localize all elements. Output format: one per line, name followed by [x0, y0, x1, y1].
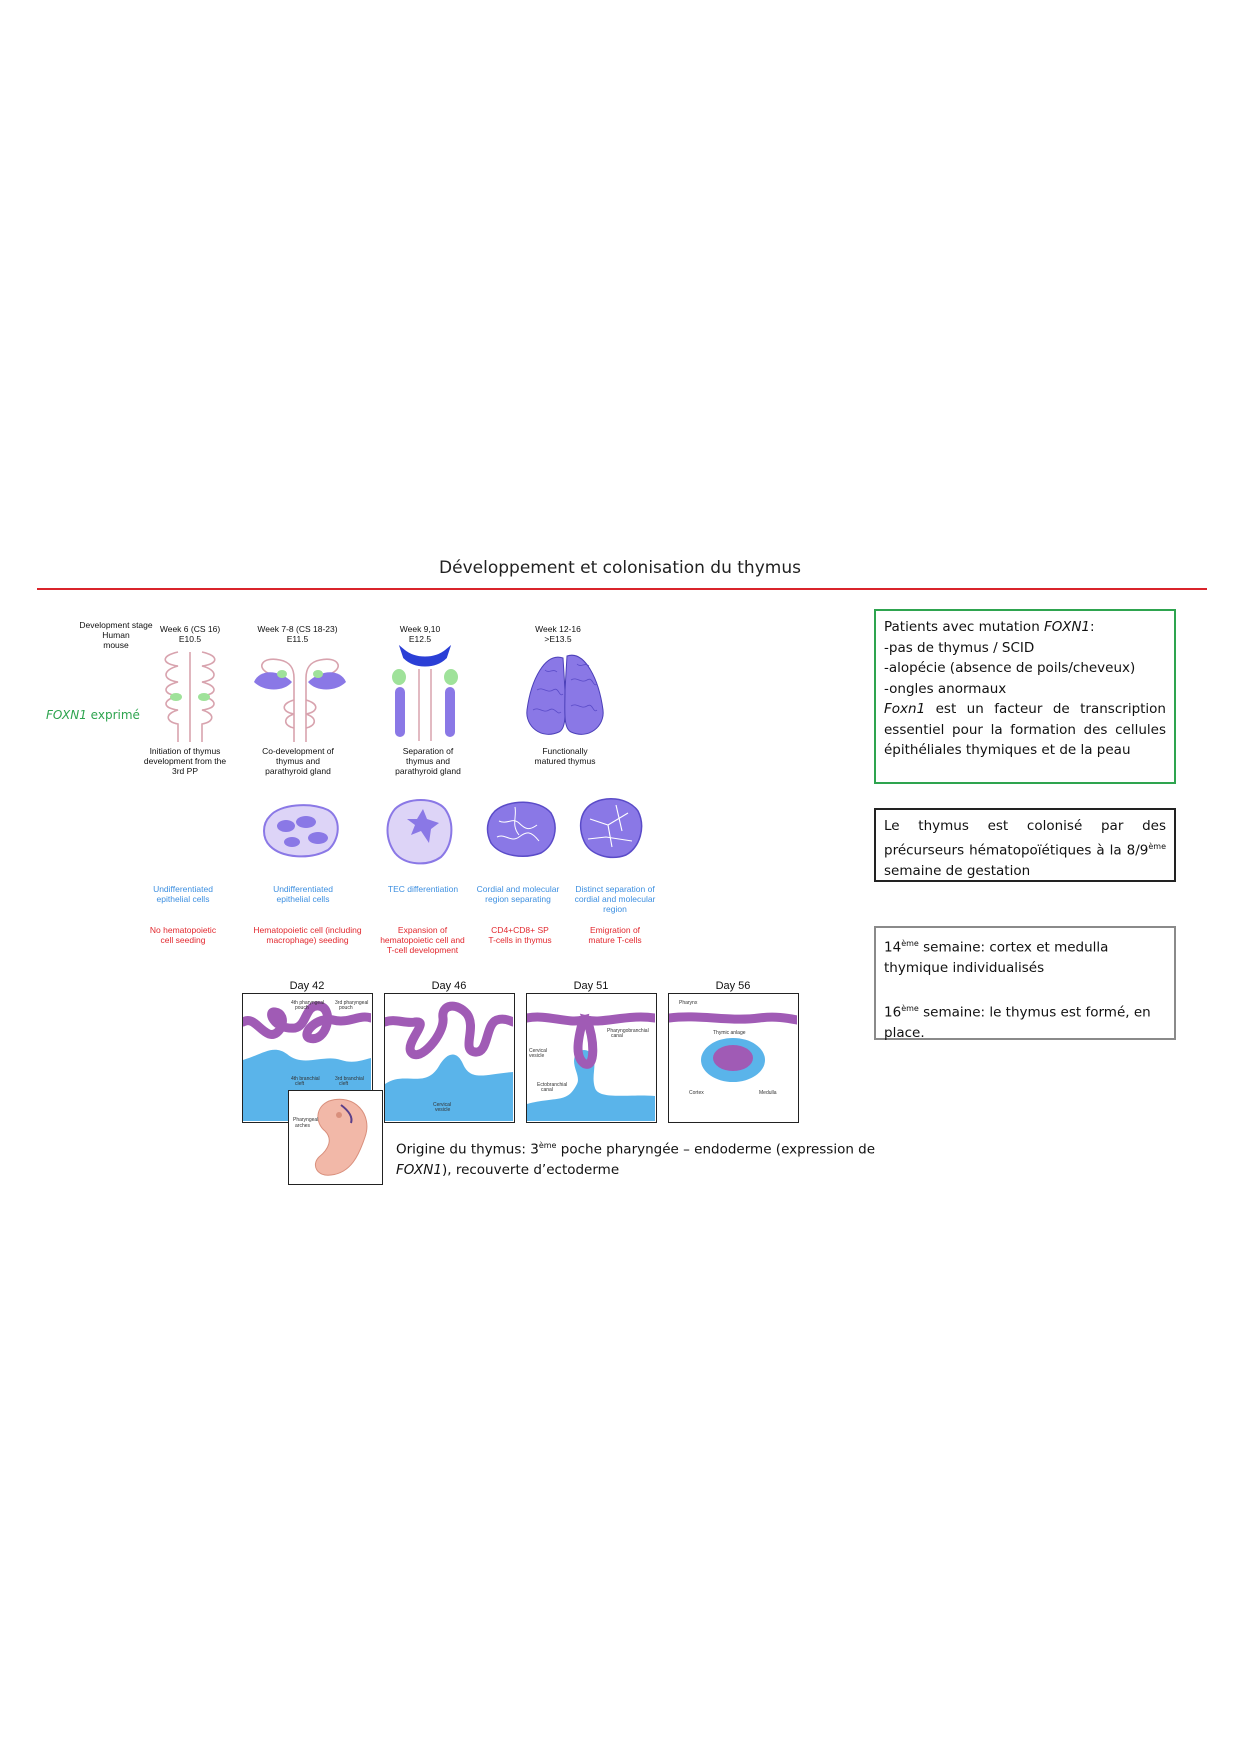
day-46-panel: Cervical vesicle: [380, 993, 518, 1123]
weeks-box: 14ème semaine: cortex et medulla thymiqu…: [874, 926, 1176, 1041]
box3-line-16: 16ème semaine: le thymus est formé, en p…: [884, 1003, 1151, 1041]
origin-caption: Origine du thymus: 3ème poche pharyngée …: [396, 1141, 876, 1178]
embryo-note-arches: arches: [295, 1123, 311, 1129]
embryo-note-pharyngeal: Pharyngeal: [293, 1117, 318, 1123]
box1-description: Foxn1 est un facteur de transcription es…: [884, 701, 1166, 758]
stage-1-drawing: [164, 651, 216, 742]
svg-text:cleft: cleft: [339, 1081, 349, 1087]
day-51-label: Day 51: [573, 980, 609, 992]
svg-text:cleft: cleft: [295, 1081, 305, 1087]
svg-text:vesicle: vesicle: [435, 1107, 451, 1113]
box1-item-1: -pas de thymus / SCID: [884, 639, 1035, 656]
day42-note-3rd-pouch: 3rd pharyngeal: [335, 1000, 368, 1006]
stage-4-drawing: [526, 654, 604, 735]
box1-item-2: -alopécie (absence de poils/cheveux): [884, 660, 1136, 676]
svg-text:pouch: pouch: [339, 1005, 353, 1011]
day56-note-cortex: Cortex: [689, 1090, 704, 1096]
day-42-label: Day 42: [289, 980, 325, 992]
section-2-drawing: [263, 804, 339, 858]
day51-note-cervical: Cervical: [529, 1048, 547, 1054]
svg-text:pouch: pouch: [295, 1005, 309, 1011]
day42-note-4th-pouch: 4th pharyngeal: [291, 1000, 324, 1006]
section-3-drawing: [386, 799, 453, 865]
colonisation-box: Le thymus est colonisé par des précurseu…: [874, 808, 1176, 882]
section-5-drawing: [579, 798, 643, 859]
day-56-panel: Pharynx Thymic anlage Cortex Medulla: [664, 993, 802, 1123]
section-4-drawing: [486, 801, 556, 857]
stage-3-drawing: [392, 645, 458, 741]
embryo-inset-panel: Pharyngeal arches: [288, 1090, 383, 1185]
day-51-panel: Pharyngobranchial canal Cervical vesicle…: [522, 993, 660, 1123]
day-42-panel: 4th pharyngeal pouch 3rd pharyngeal pouc…: [238, 993, 376, 1123]
stage-2-header: Week 7-8 (CS 18-23)E11.5: [257, 624, 338, 644]
foxn1-mutation-box: Patients avec mutation FOXN1: -pas de th…: [874, 609, 1176, 784]
day56-note-thymic-anlage: Thymic anlage: [713, 1030, 746, 1036]
stage-1-header: Week 6 (CS 16)E10.5: [159, 624, 221, 644]
day46-note-cervical: Cervical: [433, 1102, 451, 1108]
stage-2-drawing: [254, 658, 346, 742]
day51-note-pharyngobranchial: Pharyngobranchial: [607, 1028, 649, 1034]
foxn1-expressed-label: FOXN1 exprimé: [46, 708, 140, 722]
day56-note-pharynx: Pharynx: [679, 1000, 698, 1006]
day42-note-4th-cleft: 4th branchial: [291, 1076, 320, 1082]
box3-line-14: 14ème semaine: cortex et medulla thymiqu…: [884, 939, 1109, 976]
day56-note-medulla: Medulla: [759, 1090, 777, 1096]
blue-label-3: TEC differentiation: [387, 884, 459, 894]
svg-text:canal: canal: [541, 1087, 553, 1093]
stage-4-header: Week 12-16>E13.5: [535, 624, 581, 644]
box1-heading: Patients avec mutation FOXN1:: [884, 619, 1095, 635]
day42-note-3rd-cleft: 3rd branchial: [335, 1076, 364, 1082]
box1-item-3: -ongles anormaux: [884, 680, 1007, 697]
day51-note-ectobranchial: Ectobranchial: [537, 1082, 567, 1088]
svg-text:vesicle: vesicle: [529, 1053, 545, 1059]
title-rule: [37, 588, 1207, 590]
day-46-label: Day 46: [431, 980, 467, 992]
day-56-label: Day 56: [715, 980, 751, 992]
page-title: Développement et colonisation du thymus: [439, 558, 801, 578]
svg-text:canal: canal: [611, 1033, 623, 1039]
